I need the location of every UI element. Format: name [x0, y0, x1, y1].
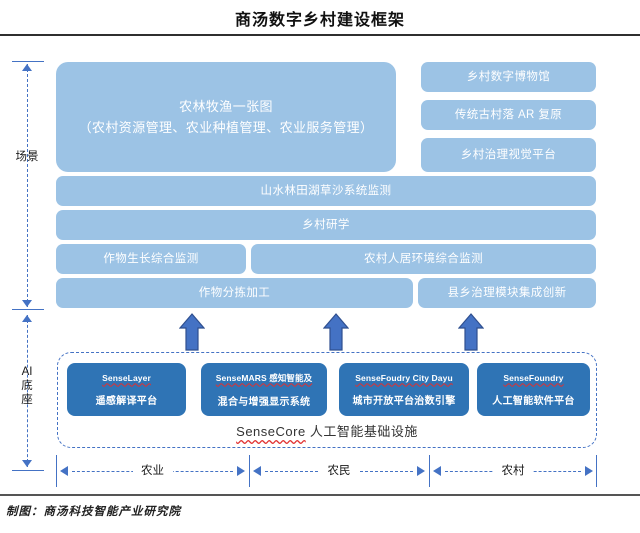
aibase-range-down-arrow-icon	[22, 460, 32, 467]
hrange-farmers-left-arrow-icon	[253, 466, 261, 476]
ai-product-senselayer-desc: 遥感解译平台	[95, 395, 158, 407]
ai-product-sensefoudry-city-dayu[interactable]: SenseFoudry City Dayu 城市开放平台治数引擎	[339, 363, 469, 416]
hrange-agriculture-label: 农业	[132, 463, 173, 479]
scenario-card-ar-village[interactable]: 传统古村落 AR 复原	[421, 100, 596, 130]
scenario-main-block-line2: （农村资源管理、农业种植管理、农业服务管理）	[78, 120, 374, 135]
aibase-range-line	[27, 315, 28, 467]
scene-range-top-cap	[12, 61, 44, 62]
scenario-card-governance-vision-label: 乡村治理视觉平台	[460, 148, 557, 161]
ai-product-sensefoundry-desc: 人工智能软件平台	[492, 395, 575, 407]
axis-label-aibase-line3: 座	[21, 394, 33, 406]
scenario-row-rural-study-label: 乡村研学	[302, 218, 350, 231]
scenario-card-digital-museum[interactable]: 乡村数字博物馆	[421, 62, 596, 92]
axis-label-aibase-line1: AI	[21, 366, 33, 378]
hrange-countryside-left-arrow-icon	[433, 466, 441, 476]
hrange-countryside-right-arrow-icon	[585, 466, 593, 476]
hrange-farmers-right-arrow-icon	[417, 466, 425, 476]
axis-label-scene: 场景	[14, 150, 40, 164]
hrange-farmers: 农民	[253, 463, 425, 479]
ai-product-sensemars[interactable]: SenseMARS 感知智能及 混合与增强显示系统	[201, 363, 327, 416]
ai-base-caption-brand: SenseCore	[236, 424, 306, 439]
scenario-card-county-governance-innovation[interactable]: 县乡治理模块集成创新	[418, 278, 596, 308]
scenario-card-crop-growth-monitoring-label: 作物生长综合监测	[103, 252, 199, 265]
footer-credit: 制图：商汤科技智能产业研究院	[6, 506, 181, 518]
hrange-separator-0	[56, 455, 57, 487]
page-title: 商汤数字乡村建设框架	[234, 12, 405, 29]
hrange-separator-2	[429, 455, 430, 487]
scenario-card-crop-sorting[interactable]: 作物分拣加工	[56, 278, 413, 308]
hrange-countryside-label: 农村	[493, 463, 533, 479]
scenario-card-ar-village-label: 传统古村落 AR 复原	[454, 108, 563, 121]
ai-product-sensefoudry-city-dayu-name: SenseFoudry City Dayu	[355, 372, 453, 383]
ai-base-caption: SenseCore 人工智能基础设施	[57, 421, 597, 440]
aibase-range-bottom-cap	[12, 470, 44, 471]
hrange-agriculture-left-arrow-icon	[60, 466, 68, 476]
ai-product-sensefoudry-city-dayu-desc: 城市开放平台治数引擎	[352, 395, 456, 407]
scenario-card-crop-sorting-label: 作物分拣加工	[198, 286, 271, 299]
scenario-row-ecosystem-monitoring[interactable]: 山水林田湖草沙系统监测	[56, 176, 596, 206]
scenario-main-block[interactable]: 农林牧渔一张图 （农村资源管理、农业种植管理、农业服务管理）	[56, 62, 396, 172]
scenario-row-ecosystem-monitoring-label: 山水林田湖草沙系统监测	[260, 184, 392, 197]
hrange-separator-1	[249, 455, 250, 487]
title-divider	[0, 34, 640, 36]
scenario-card-living-environment-monitoring[interactable]: 农村人居环境综合监测	[251, 244, 596, 274]
scenario-card-crop-growth-monitoring[interactable]: 作物生长综合监测	[56, 244, 246, 274]
up-arrow-icon-2	[322, 313, 350, 351]
scenario-card-county-governance-innovation-label: 县乡治理模块集成创新	[447, 286, 567, 299]
scenario-card-living-environment-monitoring-label: 农村人居环境综合监测	[364, 252, 483, 265]
ai-product-sensefoundry[interactable]: SenseFoundry 人工智能软件平台	[477, 363, 590, 416]
ai-product-senselayer[interactable]: SenseLayer 遥感解译平台	[67, 363, 186, 416]
scene-range-line	[27, 64, 28, 307]
scene-range-down-arrow-icon	[22, 300, 32, 307]
axis-label-aibase-line2: 底	[21, 380, 33, 392]
ai-product-sensemars-desc: 混合与增强显示系统	[217, 396, 311, 408]
ai-product-sensefoundry-name: SenseFoundry	[503, 372, 564, 383]
footer-divider	[0, 494, 640, 496]
ai-product-senselayer-name: SenseLayer	[102, 372, 151, 383]
scenario-card-governance-vision[interactable]: 乡村治理视觉平台	[421, 138, 596, 172]
hrange-farmers-label: 农民	[319, 463, 359, 479]
scenario-card-digital-museum-label: 乡村数字博物馆	[466, 70, 551, 83]
up-arrow-icon-3	[457, 313, 485, 351]
ai-base-caption-rest: 人工智能基础设施	[305, 424, 418, 439]
ai-product-sensemars-name: SenseMARS 感知智能及	[215, 372, 313, 383]
axis-label-aibase: AI 底 座	[14, 365, 40, 407]
hrange-countryside: 农村	[433, 463, 593, 479]
up-arrow-icon-1	[178, 313, 206, 351]
axis-label-scene-text: 场景	[15, 151, 39, 163]
scene-range-bottom-cap	[12, 309, 44, 310]
hrange-separator-3	[596, 455, 597, 487]
scenario-row-rural-study[interactable]: 乡村研学	[56, 210, 596, 240]
scenario-main-block-line1: 农林牧渔一张图	[179, 99, 273, 114]
hrange-agriculture-right-arrow-icon	[237, 466, 245, 476]
hrange-agriculture: 农业	[60, 463, 245, 479]
